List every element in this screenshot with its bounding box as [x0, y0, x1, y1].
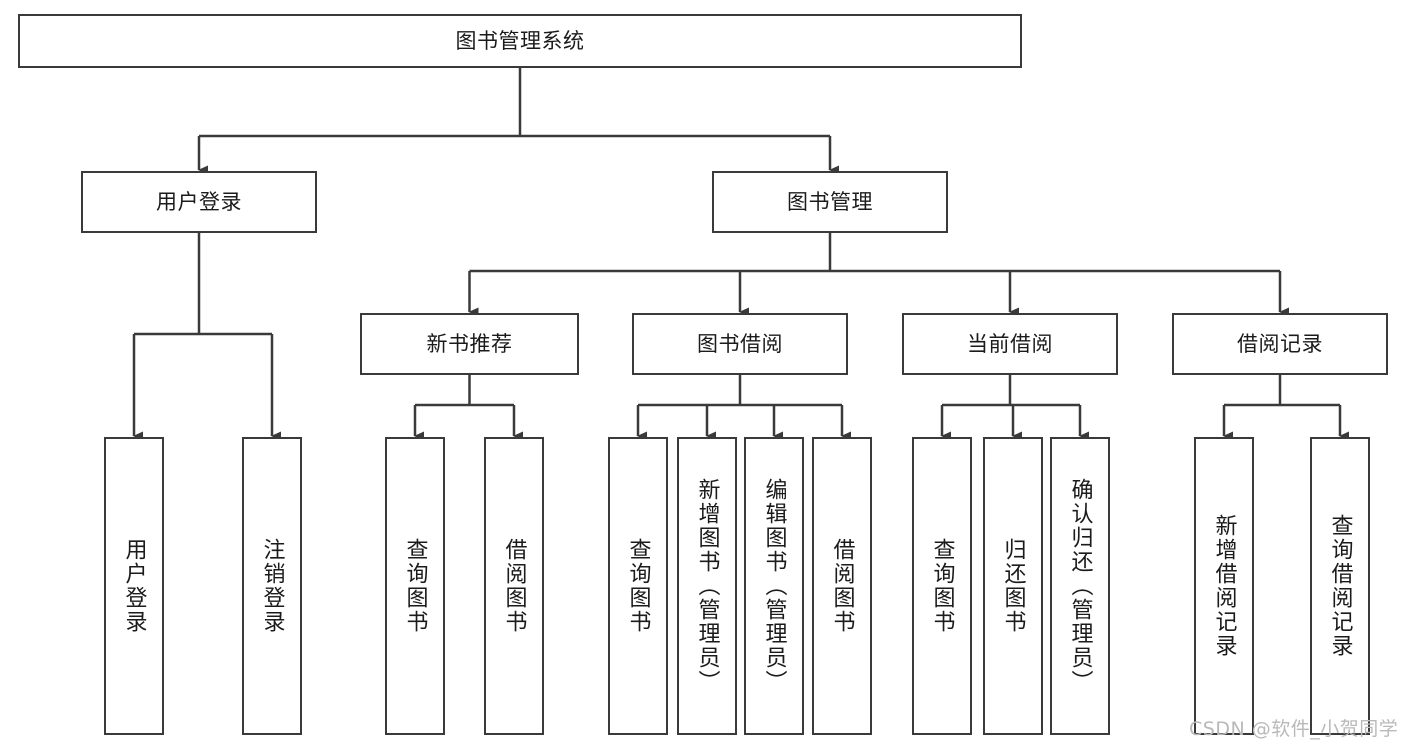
- node-leaf-edit-book[interactable]: 编辑图书（管理员）: [744, 437, 804, 735]
- node-root[interactable]: 图书管理系统: [18, 14, 1022, 68]
- node-leaf-confirm-return[interactable]: 确认归还（管理员）: [1050, 437, 1110, 735]
- node-label: 借阅图书: [501, 538, 527, 634]
- node-label: 查询图书: [625, 538, 651, 634]
- node-label: 编辑图书（管理员）: [761, 478, 787, 694]
- node-leaf-borrow-book-1[interactable]: 借阅图书: [484, 437, 544, 735]
- node-new-book-rec[interactable]: 新书推荐: [360, 313, 579, 375]
- node-label: 新书推荐: [426, 331, 513, 356]
- node-leaf-add-record[interactable]: 新增借阅记录: [1194, 437, 1254, 735]
- node-leaf-return-book[interactable]: 归还图书: [983, 437, 1043, 735]
- node-leaf-borrow-book-2[interactable]: 借阅图书: [812, 437, 872, 735]
- csdn-watermark: CSDN @软件_小贺同学: [1189, 718, 1399, 740]
- node-label: 查询图书: [402, 538, 428, 634]
- node-label: 用户登录: [121, 538, 147, 634]
- node-label: 图书借阅: [697, 331, 783, 356]
- node-label: 用户登录: [156, 189, 242, 214]
- node-leaf-query-book-3[interactable]: 查询图书: [912, 437, 972, 735]
- node-label: 借阅图书: [829, 538, 855, 634]
- node-book-borrow[interactable]: 图书借阅: [632, 313, 848, 375]
- node-label: 新增借阅记录: [1211, 514, 1237, 658]
- node-label: 注销登录: [259, 538, 285, 634]
- node-leaf-query-book-2[interactable]: 查询图书: [608, 437, 668, 735]
- node-label: 图书管理: [787, 189, 873, 214]
- node-label: 查询图书: [929, 538, 955, 634]
- node-current-borrow[interactable]: 当前借阅: [902, 313, 1118, 375]
- node-leaf-user-login[interactable]: 用户登录: [104, 437, 164, 735]
- node-user-login[interactable]: 用户登录: [81, 171, 317, 233]
- node-label: 查询借阅记录: [1327, 514, 1353, 658]
- node-leaf-logout[interactable]: 注销登录: [242, 437, 302, 735]
- node-label: 当前借阅: [967, 331, 1053, 356]
- node-borrow-record[interactable]: 借阅记录: [1172, 313, 1388, 375]
- node-label: 新增图书（管理员）: [694, 478, 720, 694]
- node-leaf-add-book[interactable]: 新增图书（管理员）: [677, 437, 737, 735]
- node-label: 归还图书: [1000, 538, 1026, 634]
- node-label: 借阅记录: [1237, 331, 1323, 356]
- node-leaf-query-record[interactable]: 查询借阅记录: [1310, 437, 1370, 735]
- node-label: 图书管理系统: [455, 28, 585, 53]
- node-leaf-query-book-1[interactable]: 查询图书: [385, 437, 445, 735]
- node-label: 确认归还（管理员）: [1067, 478, 1093, 694]
- node-book-manage[interactable]: 图书管理: [712, 171, 948, 233]
